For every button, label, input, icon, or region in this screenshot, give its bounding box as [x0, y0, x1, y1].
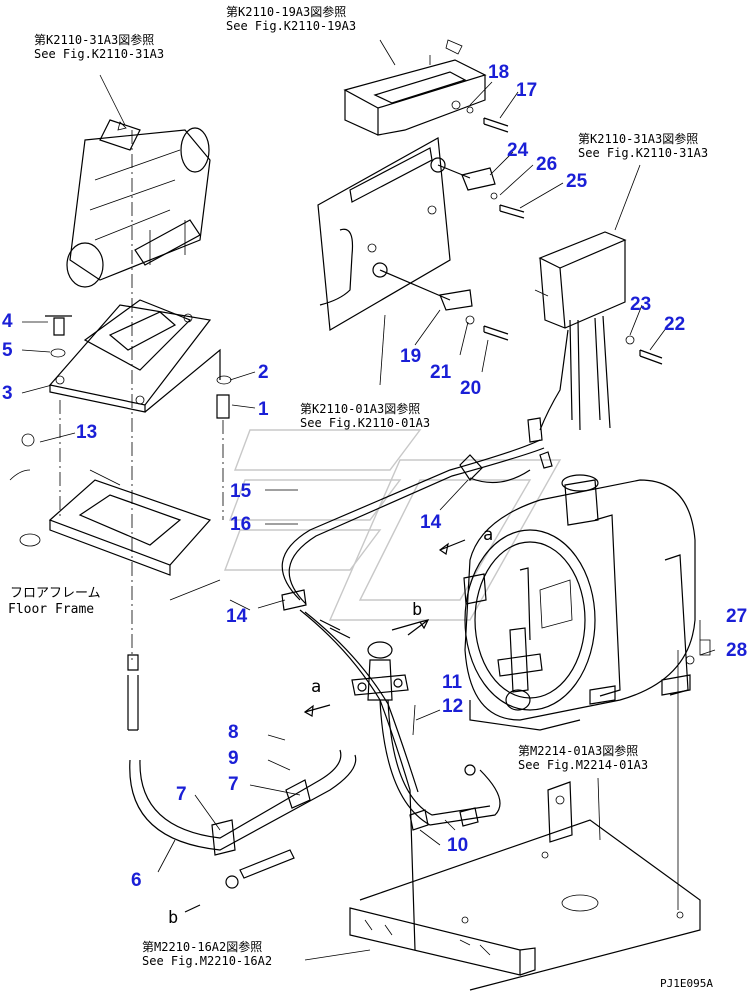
view-mark-b-lower: b [168, 908, 178, 928]
ref-m2210-16a2-en: See Fig.M2210-16A2 [142, 954, 272, 968]
ref-k2110-31a3-left-en: See Fig.K2110-31A3 [34, 47, 164, 61]
part-number-10: 10 [447, 835, 468, 856]
ref-k2110-31a3-right-en: See Fig.K2110-31A3 [578, 146, 708, 160]
valve-assembly [351, 621, 421, 701]
ref-m2210-16a2-jp: 第M2210-16A2図参照 [142, 939, 262, 954]
part-number-23: 23 [630, 294, 651, 315]
part-number-13: 13 [76, 422, 97, 443]
part-number-14b: 14 [226, 606, 248, 627]
part-number-22: 22 [664, 314, 685, 335]
wire-harness [281, 417, 553, 951]
part-number-2: 2 [258, 362, 269, 383]
upper-bracket [343, 39, 487, 136]
mounting-plate [317, 100, 525, 341]
canister [66, 119, 211, 288]
part-number-26: 26 [536, 154, 557, 175]
part-number-11: 11 [442, 672, 463, 693]
view-mark-a-lower: a [311, 677, 321, 697]
part-number-8: 8 [228, 722, 239, 743]
view-mark-a-upper: a [483, 525, 493, 545]
part-number-14a: 14 [420, 512, 442, 533]
ref-k2110-19a3-en: See Fig.K2110-19A3 [226, 19, 356, 33]
part-number-5: 5 [2, 340, 13, 361]
part-number-28: 28 [726, 640, 747, 661]
part-number-15: 15 [230, 481, 252, 502]
drain-hose [127, 654, 357, 889]
ref-k2110-19a3-jp: 第K2110-19A3図参照 [226, 4, 346, 19]
part-number-17: 17 [516, 80, 537, 101]
part-number-6: 6 [131, 870, 142, 891]
part-number-1: 1 [258, 399, 269, 420]
bottom-frame [349, 639, 711, 991]
part-number-19: 19 [400, 346, 421, 367]
part-number-16: 16 [230, 514, 251, 535]
part-number-25: 25 [566, 171, 588, 192]
fuel-tank [463, 474, 696, 731]
part-number-21: 21 [430, 362, 452, 383]
floor-flange [9, 433, 251, 611]
flange-cover [45, 299, 232, 419]
ref-m2214-01a3-jp: 第M2214-01A3図参照 [518, 743, 638, 758]
part-number-7b: 7 [228, 774, 239, 795]
ref-k2110-01a3-en: See Fig.K2110-01A3 [300, 416, 430, 430]
ref-m2214-01a3-en: See Fig.M2214-01A3 [518, 758, 648, 772]
part-number-9: 9 [228, 748, 239, 769]
relay-box [534, 231, 663, 431]
leader-lines [21, 39, 716, 961]
watermark-logo [223, 429, 562, 621]
part-number-4: 4 [2, 311, 13, 332]
part-number-20: 20 [460, 378, 481, 399]
part-number-7a: 7 [176, 784, 187, 805]
part-number-27: 27 [726, 606, 747, 627]
part-number-3: 3 [2, 383, 13, 404]
part-number-12: 12 [442, 696, 463, 717]
ref-k2110-31a3-right-jp: 第K2110-31A3図参照 [578, 131, 698, 146]
part-number-24: 24 [507, 140, 529, 161]
ref-k2110-01a3-jp: 第K2110-01A3図参照 [300, 401, 420, 416]
part-number-18: 18 [488, 62, 509, 83]
floor-frame-label-jp: フロアフレーム [10, 586, 101, 601]
floor-frame-label-en: Floor Frame [8, 602, 94, 617]
ref-k2110-31a3-left-jp: 第K2110-31A3図参照 [34, 32, 154, 47]
drawing-code: PJ1E095A [660, 977, 713, 990]
view-mark-b-upper: b [412, 600, 422, 620]
